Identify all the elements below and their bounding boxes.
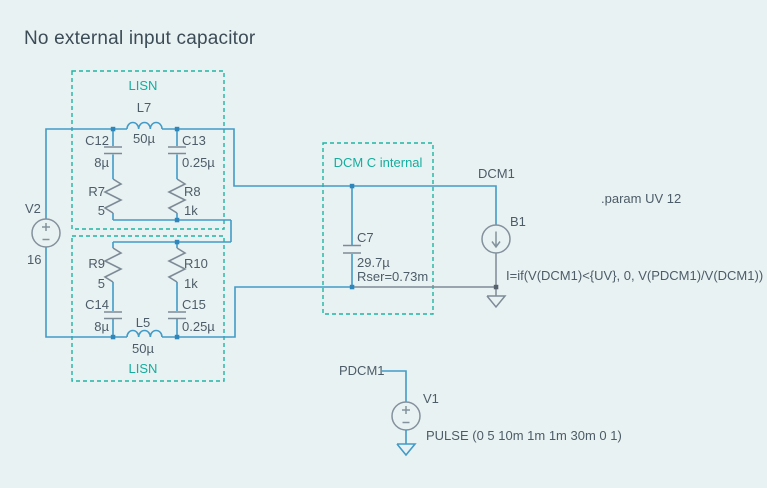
net-label-dcm1: DCM1 <box>478 166 515 181</box>
lisn-top-box-label: LISN <box>129 78 158 93</box>
capacitor-icon[interactable] <box>104 311 122 320</box>
v1-value-label: PULSE (0 5 10m 1m 1m 30m 0 1) <box>426 428 622 443</box>
capacitor-icon[interactable] <box>168 311 186 320</box>
wire-top-rail <box>45 128 497 225</box>
c15-ref-label: C15 <box>182 297 206 312</box>
l7-value-label: 50µ <box>133 131 155 146</box>
r10-ref-label: R10 <box>184 256 208 271</box>
component-l5[interactable] <box>126 329 163 338</box>
spice-directive-param: .param UV 12 <box>601 191 681 206</box>
schematic-title: No external input capacitor <box>24 28 256 49</box>
component-b1[interactable] <box>481 224 511 254</box>
lisn-bottom-box <box>71 235 225 382</box>
r9-value-label: 5 <box>98 276 105 291</box>
v1-ref-label: V1 <box>423 391 439 406</box>
junction-dot <box>174 334 180 340</box>
c13-value-label: 0.25µ <box>182 155 215 170</box>
current-source-icon[interactable] <box>481 224 511 254</box>
l7-ref-label: L7 <box>137 100 151 115</box>
b1-ref-label: B1 <box>510 214 526 229</box>
component-r10[interactable] <box>167 247 187 283</box>
wire-pdcm1 <box>382 370 407 402</box>
r8-ref-label: R8 <box>184 184 201 199</box>
l5-ref-label: L5 <box>136 315 150 330</box>
dcm-box-label: DCM C internal <box>334 155 423 170</box>
inductor-icon[interactable] <box>126 121 163 130</box>
c7-value-label: 29.7µ <box>357 255 390 270</box>
v2-ref-label: V2 <box>25 201 41 216</box>
junction-dot <box>493 284 499 290</box>
junction-dot <box>110 126 116 132</box>
ground-icon[interactable] <box>396 430 417 457</box>
dcm-internal-box <box>322 142 434 315</box>
junction-dot <box>174 239 180 245</box>
component-c14[interactable] <box>104 311 122 320</box>
voltage-source-icon[interactable] <box>31 218 61 248</box>
component-c12[interactable] <box>104 146 122 155</box>
component-c15[interactable] <box>168 311 186 320</box>
r9-ref-label: R9 <box>88 256 105 271</box>
resistor-icon[interactable] <box>103 247 123 283</box>
junction-dot <box>349 183 355 189</box>
junction-dot <box>174 217 180 223</box>
v2-value-label: 16 <box>27 252 41 267</box>
c14-ref-label: C14 <box>85 297 109 312</box>
resistor-icon[interactable] <box>103 178 123 214</box>
component-v1[interactable] <box>391 401 421 457</box>
r7-ref-label: R7 <box>88 184 105 199</box>
r7-value-label: 5 <box>98 203 105 218</box>
c14-value-label: 8µ <box>94 319 109 334</box>
c12-value-label: 8µ <box>94 155 109 170</box>
wire-mid-link <box>113 219 232 243</box>
lisn-top-box <box>71 70 225 230</box>
wire-bottom-rail <box>45 247 352 338</box>
l5-value-label: 50µ <box>132 341 154 356</box>
b1-equation-label: I=if(V(DCM1)<{UV}, 0, V(PDCM1)/V(DCM1)) <box>506 268 763 283</box>
ground-icon[interactable] <box>486 295 507 309</box>
component-l7[interactable] <box>126 121 163 130</box>
junction-dot <box>110 334 116 340</box>
component-c13[interactable] <box>168 146 186 155</box>
r10-value-label: 1k <box>184 276 198 291</box>
c13-ref-label: C13 <box>182 133 206 148</box>
inductor-icon[interactable] <box>126 329 163 338</box>
component-v2[interactable] <box>31 218 61 248</box>
capacitor-icon[interactable] <box>168 146 186 155</box>
capacitor-icon[interactable] <box>104 146 122 155</box>
arrow-down-icon <box>491 231 501 249</box>
capacitor-icon[interactable] <box>343 244 361 254</box>
c7-param-label: Rser=0.73m <box>357 269 428 284</box>
resistor-icon[interactable] <box>167 247 187 283</box>
r8-value-label: 1k <box>184 203 198 218</box>
resistor-icon[interactable] <box>167 178 187 214</box>
junction-dot <box>349 284 355 290</box>
junction-dot <box>174 126 180 132</box>
c12-ref-label: C12 <box>85 133 109 148</box>
component-r7[interactable] <box>103 178 123 214</box>
component-c7[interactable] <box>343 244 361 254</box>
net-label-pdcm1: PDCM1 <box>339 363 385 378</box>
plus-minus-icon <box>402 406 410 424</box>
c7-ref-label: C7 <box>357 230 374 245</box>
component-r9[interactable] <box>103 247 123 283</box>
plus-minus-icon <box>42 223 50 241</box>
component-r8[interactable] <box>167 178 187 214</box>
lisn-bottom-box-label: LISN <box>129 361 158 376</box>
c15-value-label: 0.25µ <box>182 319 215 334</box>
